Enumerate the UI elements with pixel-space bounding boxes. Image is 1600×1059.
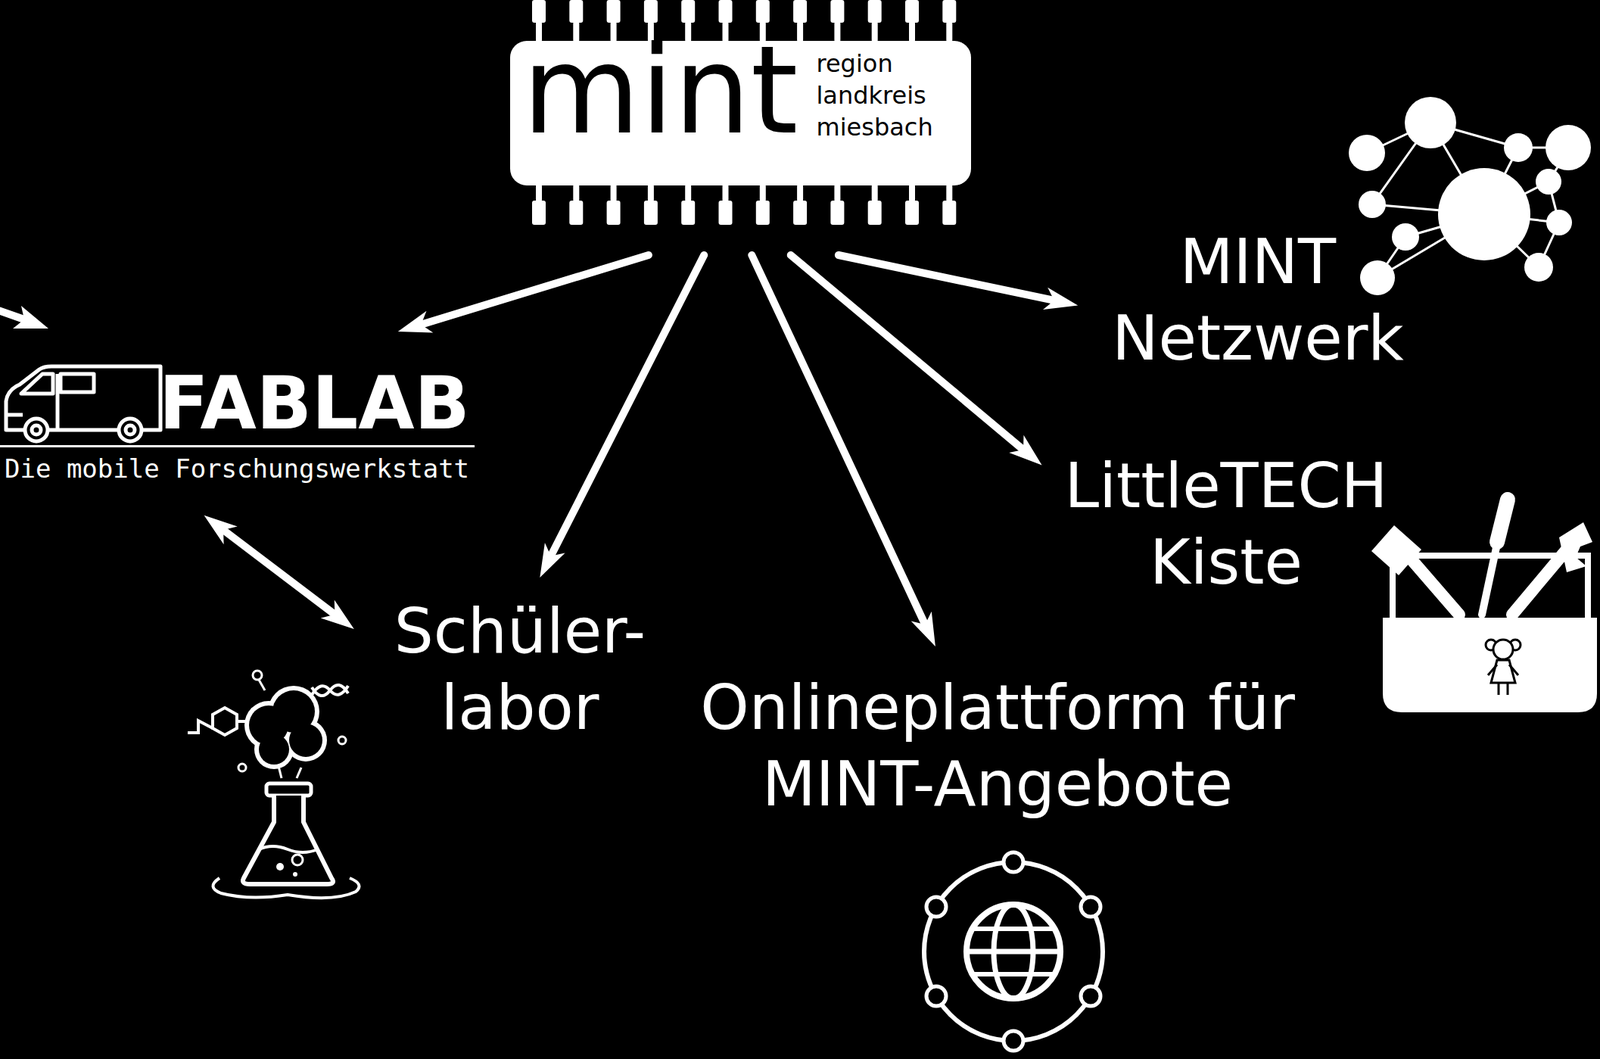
chip-pin <box>868 0 882 23</box>
chip-box: mintregion landkreis miesbach <box>510 40 972 186</box>
lab-flask-icon <box>187 670 360 898</box>
chip-pin <box>868 200 882 225</box>
chip-pin <box>905 0 919 23</box>
chip-pin <box>946 21 953 43</box>
connector-line <box>751 255 925 625</box>
arrow-head <box>204 515 238 545</box>
topic-label: MINT Netzwerk <box>1111 223 1404 377</box>
node-subtitle: region landkreis miesbach <box>815 47 933 144</box>
chip-pin <box>719 200 733 225</box>
connector-arrow <box>204 515 355 629</box>
chip-pin <box>681 0 695 23</box>
chip-pin <box>834 183 841 203</box>
chip-pin <box>793 200 807 225</box>
topic-label: Schüler- labor <box>394 592 646 746</box>
chip-pin <box>572 183 579 203</box>
node-subtitle: Die mobile Forschungswerkstatt <box>4 453 471 485</box>
chip-pin <box>905 200 919 225</box>
chip-pin <box>644 0 658 23</box>
chip-pin <box>607 0 621 23</box>
fablab-logo: FABLAB Die mobile Forschungswerkstatt <box>4 361 471 485</box>
chip-pin <box>722 183 729 203</box>
chip-pin <box>942 0 956 23</box>
chip-pin <box>684 183 692 203</box>
connector-arrow <box>398 255 649 334</box>
chip-pin <box>610 183 617 203</box>
arrow-head <box>320 600 355 630</box>
chip-pin <box>569 200 583 225</box>
arrow-head <box>911 611 936 647</box>
node-title: Onlineplattform für MINT-Angebote <box>664 669 1331 822</box>
arrow-head <box>1042 287 1078 310</box>
chip-pin <box>719 0 733 23</box>
connector-line <box>550 255 704 556</box>
chip-pin <box>871 183 878 203</box>
network-icon <box>1348 96 1591 296</box>
arrow-head <box>1008 435 1042 466</box>
chip-pin <box>647 183 654 203</box>
chip-pin <box>830 200 844 225</box>
connector-arrow <box>838 255 1078 310</box>
connector-arrow <box>539 255 704 578</box>
node-title: LittleTECH Kiste <box>1064 447 1389 601</box>
chip-pin <box>871 21 878 43</box>
node-title: FABLAB <box>158 367 471 440</box>
chip-pin <box>535 183 542 203</box>
connector-line <box>223 529 335 615</box>
arrow-head <box>539 542 565 578</box>
chip-pin <box>796 183 804 203</box>
connector-line <box>838 255 1055 301</box>
chip-pin <box>834 21 841 43</box>
chip-pin <box>756 0 770 23</box>
node-title: MINT Netzwerk <box>1111 223 1404 377</box>
chip-pin <box>942 200 956 225</box>
connector-line <box>420 255 648 325</box>
chip-pin <box>569 0 583 23</box>
node-title: Schüler- labor <box>394 592 646 746</box>
chip-pin <box>793 0 807 23</box>
side-arrow <box>0 305 49 329</box>
chip-pin <box>908 21 916 43</box>
chip-pin <box>532 200 546 225</box>
chip-pin <box>759 183 766 203</box>
topic-label: LittleTECH Kiste <box>1064 447 1389 601</box>
chip-pin <box>532 0 546 23</box>
connector-arrow <box>751 255 936 647</box>
chip-pin <box>607 200 621 225</box>
chip-pin <box>756 200 770 225</box>
chip-pin <box>908 183 916 203</box>
logo-rule <box>0 445 475 448</box>
topic-label: Onlineplattform für MINT-Angebote <box>664 669 1331 822</box>
node-title: mint <box>522 30 798 152</box>
chip-pin <box>946 183 953 203</box>
toolbox-icon <box>1371 499 1597 713</box>
girl-figure <box>1485 639 1521 695</box>
chip-pin <box>681 200 695 225</box>
van-icon <box>6 366 161 442</box>
arrow-head <box>398 311 434 334</box>
chip-pin <box>830 0 844 23</box>
globe-icon <box>924 852 1103 1051</box>
chip-pin <box>644 200 658 225</box>
